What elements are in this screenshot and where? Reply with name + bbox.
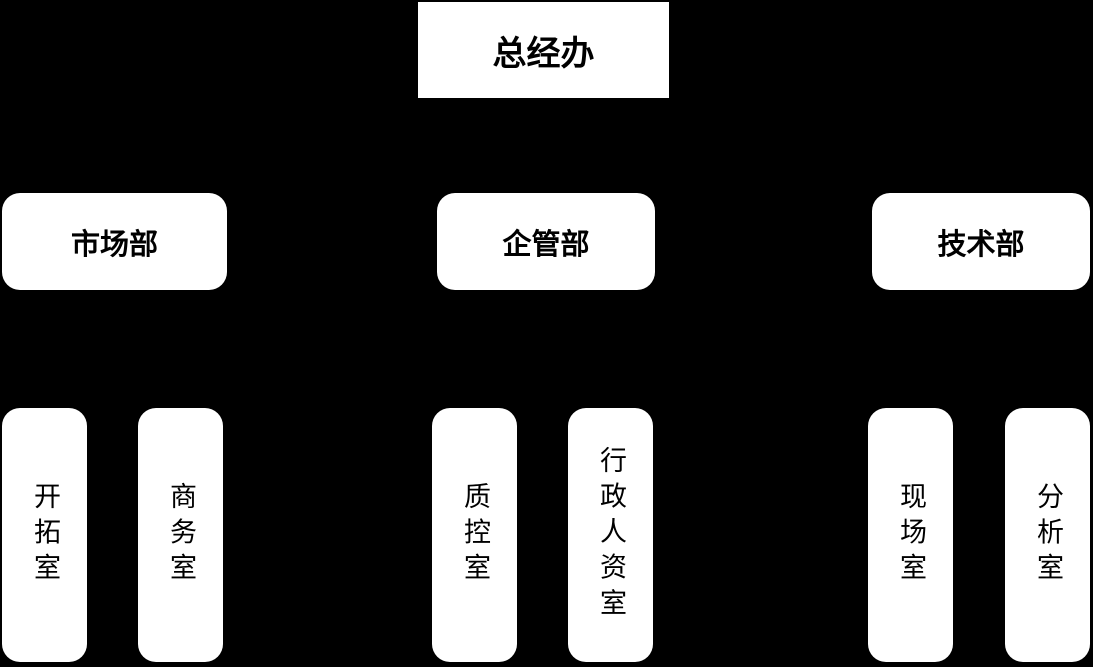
- node-marketing-dept: 市场部: [2, 193, 227, 290]
- node-enterprise-mgmt-dept: 企管部: [437, 193, 655, 290]
- node-general-manager-office: 总经办: [418, 2, 669, 98]
- node-business-office: 商务室: [138, 408, 223, 662]
- node-admin-hr-office: 行政人资室: [568, 408, 653, 662]
- node-quality-control-office: 质控室: [432, 408, 517, 662]
- node-field-office: 现场室: [868, 408, 953, 662]
- node-development-office: 开拓室: [2, 408, 87, 662]
- node-analysis-office: 分析室: [1005, 408, 1090, 662]
- node-technology-dept: 技术部: [872, 193, 1090, 290]
